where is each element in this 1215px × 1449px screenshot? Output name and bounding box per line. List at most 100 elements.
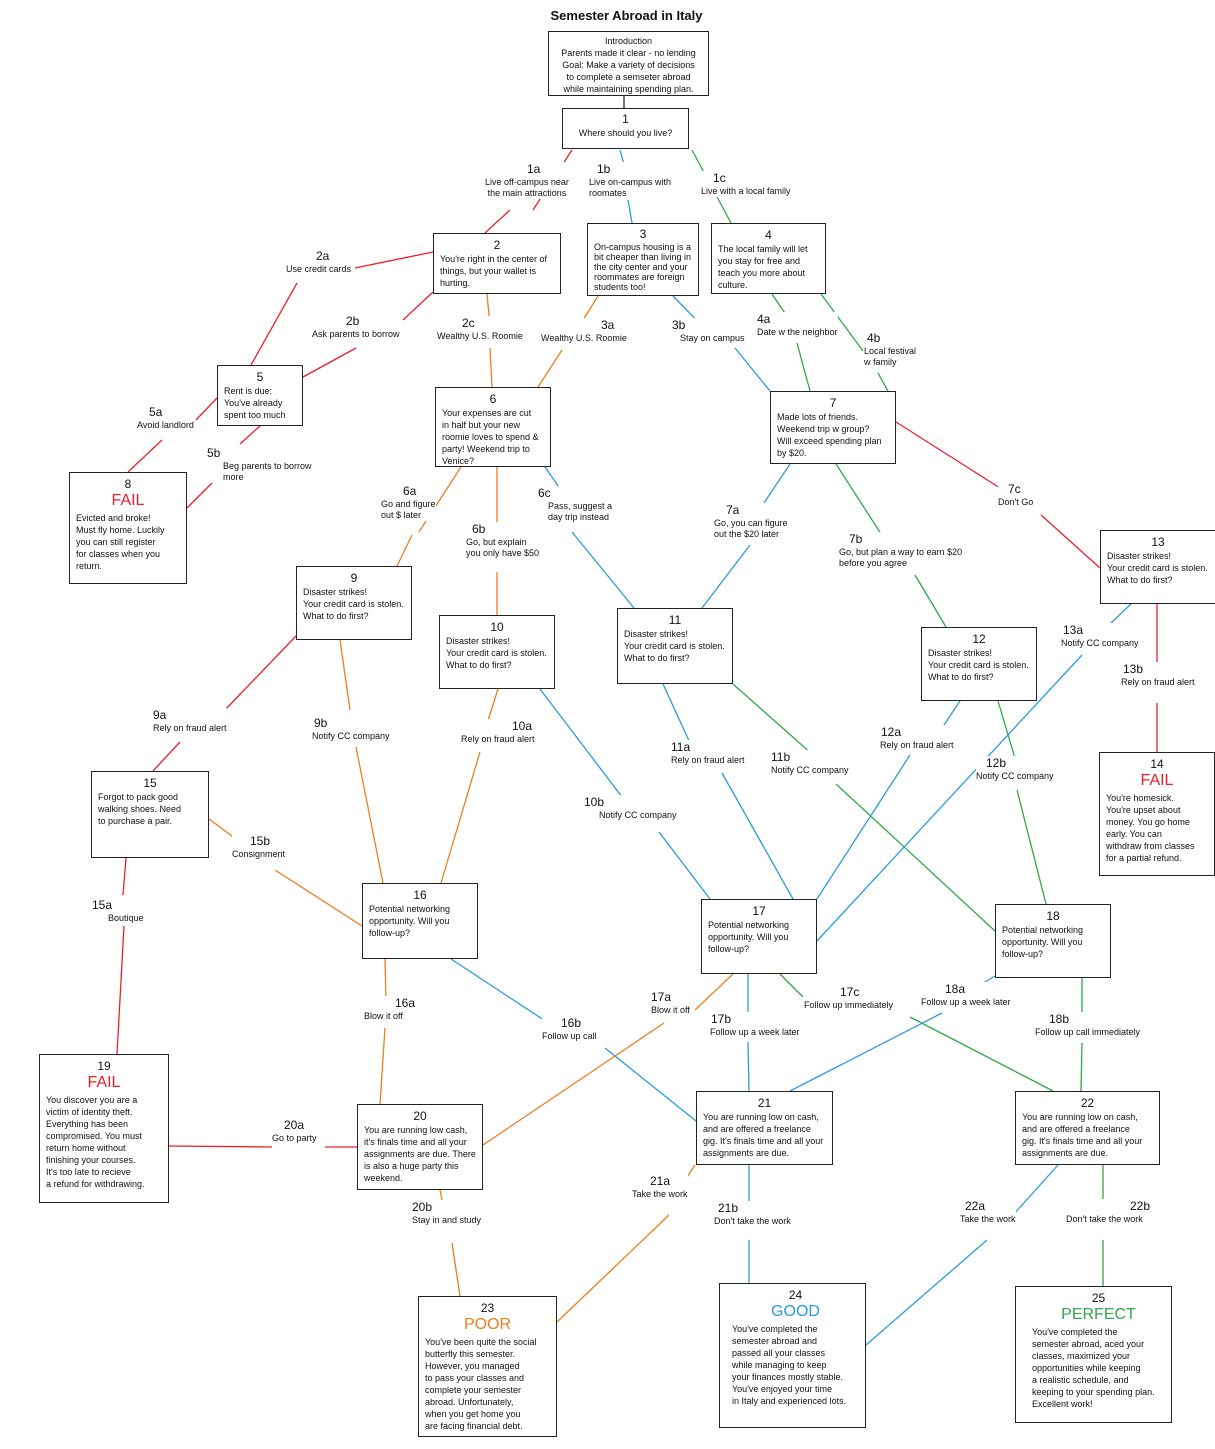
connector-line xyxy=(763,463,791,504)
connector-line xyxy=(662,683,691,744)
connector-line xyxy=(354,251,434,269)
edge-label-1b-num: 1b xyxy=(597,162,611,176)
node-5-number: 5 xyxy=(256,370,264,384)
node-16: 16 Potential networking opportunity. Wil… xyxy=(362,883,478,959)
node-3: 3 On-campus housing is a bit cheaper tha… xyxy=(587,223,699,296)
edge-label-9a-text: Rely on fraud alert xyxy=(153,723,227,733)
node-2-number: 2 xyxy=(493,238,501,252)
connector-line xyxy=(402,291,434,321)
node-25-status: PERFECT xyxy=(1061,1306,1136,1323)
edge-label-1c-text: Live with a local family xyxy=(701,186,791,196)
connector-line xyxy=(384,958,387,1001)
edge-label-6a-text: Go and figure out $ later xyxy=(381,499,436,520)
connector-line xyxy=(239,425,261,445)
edge-label-22b-num: 22b xyxy=(1130,1199,1151,1213)
edge-label-3a-text: Wealthy U.S. Roomie xyxy=(541,333,627,343)
node-23: 23 POOR You've been quite the social but… xyxy=(418,1296,557,1437)
connector-line xyxy=(721,772,794,900)
connector-line xyxy=(116,925,125,1055)
node-9-text: Disaster strikes! Your credit card is st… xyxy=(303,587,404,621)
node-21-text: You are running low on cash, and are off… xyxy=(703,1112,824,1158)
edge-label-12a-num: 12a xyxy=(881,725,902,739)
connector-line xyxy=(816,654,1083,942)
connector-line xyxy=(440,751,481,884)
connector-line xyxy=(418,466,462,533)
node-14-number: 14 xyxy=(1150,757,1164,771)
node-25-number: 25 xyxy=(1091,1291,1106,1305)
node-18-text: Potential networking opportunity. Will y… xyxy=(1002,925,1084,959)
node-22-number: 22 xyxy=(1080,1096,1095,1110)
connector-line xyxy=(302,347,357,378)
node-10: 10 Disaster strikes! Your credit card is… xyxy=(439,615,555,689)
edge-label-13a-num: 13a xyxy=(1063,623,1084,637)
node-5: 5 Rent is due: You've already spent too … xyxy=(217,365,303,426)
node-1: 1 Where should you live? xyxy=(562,108,689,149)
node-25: 25 PERFECT You've completed the semester… xyxy=(1015,1286,1172,1423)
edge-label-6b-text: Go, but explain you only have $50 xyxy=(466,537,540,558)
node-22: 22 You are running low on cash, and are … xyxy=(1015,1091,1160,1165)
connector-line xyxy=(796,342,811,392)
connector-line xyxy=(537,349,563,388)
node-20-number: 20 xyxy=(413,1109,427,1123)
connector-line xyxy=(820,293,864,352)
node-13: 13 Disaster strikes! Your credit card is… xyxy=(1100,530,1215,604)
edge-label-6a-num: 6a xyxy=(403,484,417,498)
edge-label-15a-text: Boutique xyxy=(108,913,144,923)
edge-label-18b-text: Follow up call immediately xyxy=(1035,1027,1141,1037)
connector-line xyxy=(734,347,771,392)
connector-line xyxy=(658,831,711,900)
edge-label-16a-num: 16a xyxy=(395,996,416,1010)
node-7-text: Made lots of friends. Weekend trip w gro… xyxy=(777,412,882,458)
connector-line xyxy=(186,479,216,509)
edge-label-16a-text: Blow it off xyxy=(364,1011,403,1021)
connector-line xyxy=(556,1214,670,1323)
edge-label-7a-num: 7a xyxy=(726,503,740,517)
edge-label-13b-num: 13b xyxy=(1123,662,1144,676)
edge-label-22a-num: 22a xyxy=(965,1199,986,1213)
edge-label-22a-text: Take the work xyxy=(960,1214,1016,1224)
node-18: 18 Potential networking opportunity. Wil… xyxy=(995,904,1111,978)
node-6-number: 6 xyxy=(489,392,497,406)
connector-line xyxy=(1080,1042,1083,1092)
node-12: 12 Disaster strikes! Your credit card is… xyxy=(921,627,1037,701)
diagram-title: Semester Abroad in Italy xyxy=(0,8,1215,23)
connector-line xyxy=(355,746,384,884)
edge-label-2a-text: Use credit cards xyxy=(286,264,352,274)
edge-label-9b-text: Notify CC company xyxy=(312,731,390,741)
node-15-number: 15 xyxy=(143,776,157,790)
connector-line xyxy=(779,973,804,998)
node-10-text: Disaster strikes! Your credit card is st… xyxy=(446,636,547,670)
edge-label-6c-text: Pass, suggest a day trip instead xyxy=(548,501,613,522)
edge-label-18a-text: Follow up a week later xyxy=(921,997,1011,1007)
edge-label-4b-text: Local festival w family xyxy=(864,346,917,367)
connector-line xyxy=(484,209,511,234)
edge-label-22b-text: Don't take the work xyxy=(1066,1214,1143,1224)
node-1-text: Where should you live? xyxy=(578,128,673,138)
node-intro: Introduction Parents made it clear - no … xyxy=(548,31,709,96)
edge-label-7b-text: Go, but plan a way to earn $20 before yo… xyxy=(839,547,963,568)
edge-label-10b-num: 10b xyxy=(584,795,605,809)
edge-label-5b-num: 5b xyxy=(207,446,221,460)
connector-line xyxy=(168,1145,273,1148)
connector-line xyxy=(152,741,181,772)
diagram-title-text: Semester Abroad in Italy xyxy=(550,8,703,23)
node-13-number: 13 xyxy=(1151,535,1165,549)
node-5-text: Rent is due: You've already spent too mu… xyxy=(224,386,286,420)
connector-line xyxy=(914,574,947,628)
node-10-number: 10 xyxy=(490,620,504,634)
node-intro-text: Introduction Parents made it clear - no … xyxy=(561,36,696,94)
